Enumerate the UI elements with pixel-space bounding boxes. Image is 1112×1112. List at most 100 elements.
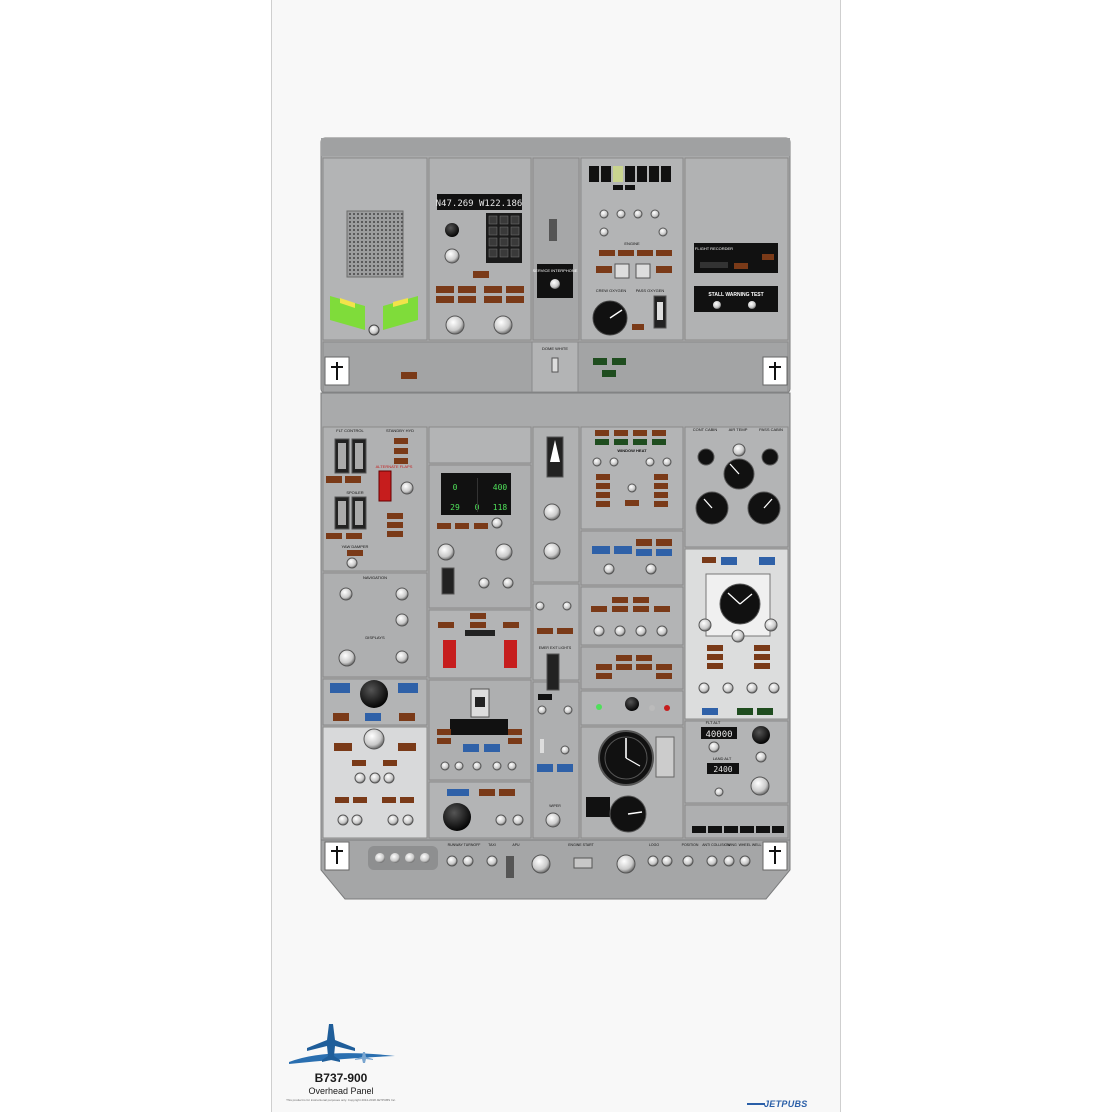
emer-exit-lights-guard[interactable] xyxy=(546,653,560,691)
control-panel-switch[interactable] xyxy=(395,650,409,664)
crossfeed-knob[interactable] xyxy=(495,543,513,561)
dc-meter-selector[interactable] xyxy=(363,728,385,750)
fuel-pump-center-switches[interactable] xyxy=(465,630,495,636)
cont-cabin-knob[interactable] xyxy=(697,448,715,466)
fuel-temp-knob[interactable] xyxy=(437,543,455,561)
equip-cooling-supply-switch[interactable] xyxy=(535,601,545,611)
wiper-knob[interactable] xyxy=(545,812,561,828)
vhf-nav-switch[interactable] xyxy=(339,587,353,601)
cont-cabin-label: CONT CABIN xyxy=(693,427,718,432)
engine-annunciators xyxy=(596,250,672,273)
bleed-switches[interactable] xyxy=(698,682,780,694)
interphone-module xyxy=(532,157,580,341)
alternate-flaps-guard[interactable] xyxy=(378,470,392,502)
land-alt-knob[interactable] xyxy=(750,776,770,796)
service-interphone-switch[interactable] xyxy=(550,279,560,289)
irs-left-mode-selector[interactable] xyxy=(445,315,465,335)
pass-oxygen-switch[interactable] xyxy=(657,302,663,320)
pass-oxy-on-light xyxy=(632,324,644,330)
exterior-light-switches[interactable] xyxy=(446,855,751,867)
wing-anti-ice-switch[interactable] xyxy=(603,563,615,575)
stall-test-2-button[interactable] xyxy=(748,301,756,309)
trim-air-switch[interactable] xyxy=(698,618,712,632)
wheel-well-label: WHEEL WELL xyxy=(739,843,762,847)
hyd-pump-switches[interactable] xyxy=(593,625,668,637)
spoiler-label: SPOILER xyxy=(346,490,363,495)
source-selector[interactable] xyxy=(338,649,356,667)
hydraulics-annunciators xyxy=(592,539,672,556)
equip-cooling-exhaust-switch[interactable] xyxy=(562,601,572,611)
temp-source-knob[interactable] xyxy=(732,443,746,457)
eec-switch-right[interactable] xyxy=(635,263,651,279)
recirc-fan-switch[interactable] xyxy=(764,618,778,632)
ignition-select-switch[interactable] xyxy=(573,857,593,869)
eec-switch-left[interactable] xyxy=(614,263,630,279)
fuel-valve-switch-1[interactable] xyxy=(478,577,490,589)
irs-keypad[interactable] xyxy=(486,213,522,263)
gnd-power-available-light xyxy=(330,683,350,693)
cabin-switch[interactable] xyxy=(549,219,557,241)
irs-sys-display-knob[interactable] xyxy=(444,248,460,264)
apu-label: APU xyxy=(512,843,520,847)
fuel-pump-right-guard[interactable] xyxy=(504,640,517,668)
yaw-damper-label: YAW DAMPER xyxy=(342,544,369,549)
wing-light-label: WING xyxy=(727,843,737,847)
aft-overhead-section: FLT CONTROL STANDBY HYD ALTERNATE FLAPS … xyxy=(320,392,791,900)
fuel-pump-left-guard[interactable] xyxy=(443,640,456,668)
eng-anti-ice-switch[interactable] xyxy=(645,563,657,575)
electric-switches[interactable] xyxy=(440,761,517,771)
fuel-right-bottom: 118 xyxy=(493,503,508,512)
outflow-valve-switch[interactable] xyxy=(755,751,767,763)
electrical-switches[interactable] xyxy=(337,772,414,826)
engine-label: ENGINE xyxy=(624,241,640,246)
isolation-valve-switch[interactable] xyxy=(731,629,745,643)
electric-mode-panel xyxy=(450,719,508,735)
panel-light-knob[interactable] xyxy=(543,542,561,560)
apu-start-switch[interactable] xyxy=(506,856,514,878)
engine-switch-row[interactable] xyxy=(599,209,668,237)
circuit-breaker-knob[interactable] xyxy=(543,503,561,521)
pass-cabin-knob[interactable] xyxy=(761,448,779,466)
attend-button[interactable] xyxy=(540,739,544,753)
pass-oxygen-label: PASS OXYGEN xyxy=(636,288,665,293)
fasten-belts-switch[interactable] xyxy=(563,705,573,715)
window-heat-switches[interactable] xyxy=(592,457,672,493)
electric-annunciators xyxy=(437,729,522,752)
yaw-damper-switch[interactable] xyxy=(346,557,358,569)
flight-recorder-switch[interactable] xyxy=(700,262,728,268)
apu-gen-switch-1[interactable] xyxy=(495,814,507,826)
hyd-test-knob[interactable] xyxy=(625,697,639,711)
alt-horn-cutout-button[interactable] xyxy=(655,736,675,778)
standby-power-knob[interactable] xyxy=(360,680,388,708)
flt-alt-knob[interactable] xyxy=(752,726,770,744)
irs-display-selector[interactable] xyxy=(445,223,459,237)
engine-start-left-knob[interactable] xyxy=(531,854,551,874)
flap-test-knob[interactable] xyxy=(368,324,380,336)
fuel-flow-switch[interactable] xyxy=(491,517,503,529)
hydraulics-module xyxy=(580,530,684,586)
fuel-display xyxy=(441,473,511,515)
pressurization-mode-switch[interactable] xyxy=(708,741,720,753)
cabin-rate-knob[interactable] xyxy=(714,787,724,797)
aircraft-model: B737-900 xyxy=(314,1071,368,1085)
hyd-green-light xyxy=(596,704,602,710)
grd-call-button[interactable] xyxy=(560,745,570,755)
copyright-notice: This product is for instructional purpos… xyxy=(286,1098,396,1102)
ignition-toggle-bank[interactable] xyxy=(368,846,438,870)
dome-white-switch[interactable] xyxy=(551,357,559,373)
apu-gen-switch-2[interactable] xyxy=(512,814,524,826)
no-smoking-switch[interactable] xyxy=(537,705,547,715)
fuel-pump-annunciators xyxy=(438,613,519,628)
flight-altitude-readout: 40000 xyxy=(705,730,732,740)
irs-right-mode-selector[interactable] xyxy=(493,315,513,335)
irs-transfer-switch[interactable] xyxy=(395,587,409,601)
recorder-off-light xyxy=(734,263,748,269)
anti-ice-annunciators xyxy=(591,597,670,612)
alternate-flaps-switch[interactable] xyxy=(400,481,414,495)
fuel-valve-switch-2[interactable] xyxy=(502,577,514,589)
engine-start-right-knob[interactable] xyxy=(616,854,636,874)
fuel-guard[interactable] xyxy=(441,567,455,595)
fmc-transfer-switch[interactable] xyxy=(395,613,409,627)
stall-test-1-button[interactable] xyxy=(713,301,721,309)
